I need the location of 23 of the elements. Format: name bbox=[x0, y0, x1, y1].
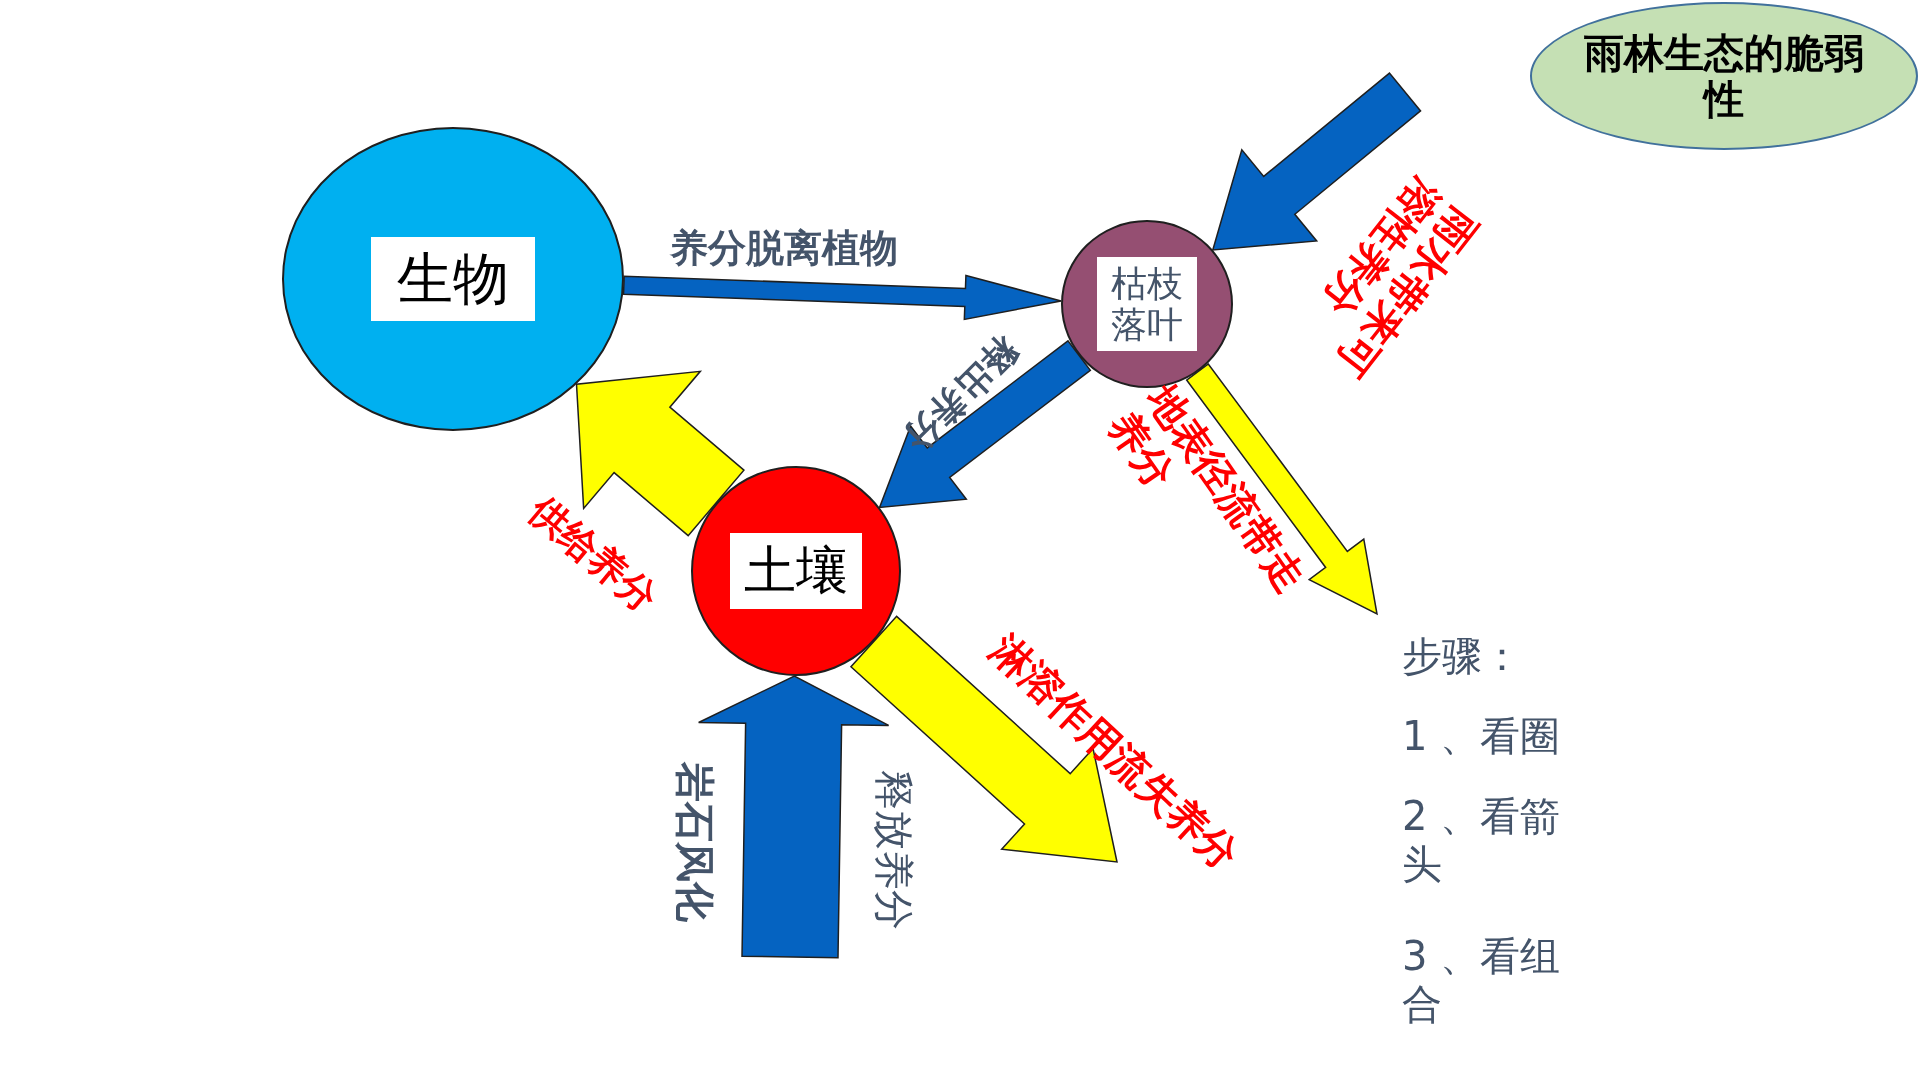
block-arrow bbox=[849, 615, 1118, 863]
node-label: 生物 bbox=[371, 236, 535, 322]
node-label: 枯枝落叶 bbox=[1097, 256, 1197, 352]
node-label: 土壤 bbox=[730, 533, 862, 609]
edge-label: 地表径流带走养分 bbox=[1098, 376, 1316, 602]
edge-label: 雨水带来可溶性养分 bbox=[1313, 169, 1488, 387]
edge-label: 释出养分 bbox=[894, 327, 1028, 461]
edge-label: 淋溶作用流失养分 bbox=[981, 625, 1249, 879]
edge-label: 供给养分 bbox=[520, 488, 666, 622]
step-text: 2 、看箭头 bbox=[1402, 792, 1562, 888]
block-arrow bbox=[697, 675, 890, 959]
block-arrow bbox=[575, 370, 745, 537]
block-arrow bbox=[1185, 362, 1378, 616]
block-arrow bbox=[878, 339, 1092, 509]
block-arrow bbox=[1211, 72, 1422, 251]
edge-label: 岩石风化 bbox=[671, 762, 719, 922]
steps-heading: 步骤： bbox=[1402, 632, 1522, 680]
block-arrow bbox=[622, 274, 1062, 321]
arrow-caption: 释放养分 bbox=[870, 770, 918, 930]
edge-label: 养分脱离植物 bbox=[670, 226, 898, 272]
step-text: 3 、看组合 bbox=[1402, 932, 1562, 1028]
title-text: 雨林生态的脆弱性 bbox=[1583, 30, 1865, 122]
step-text: 1 、看圈 bbox=[1402, 712, 1561, 760]
